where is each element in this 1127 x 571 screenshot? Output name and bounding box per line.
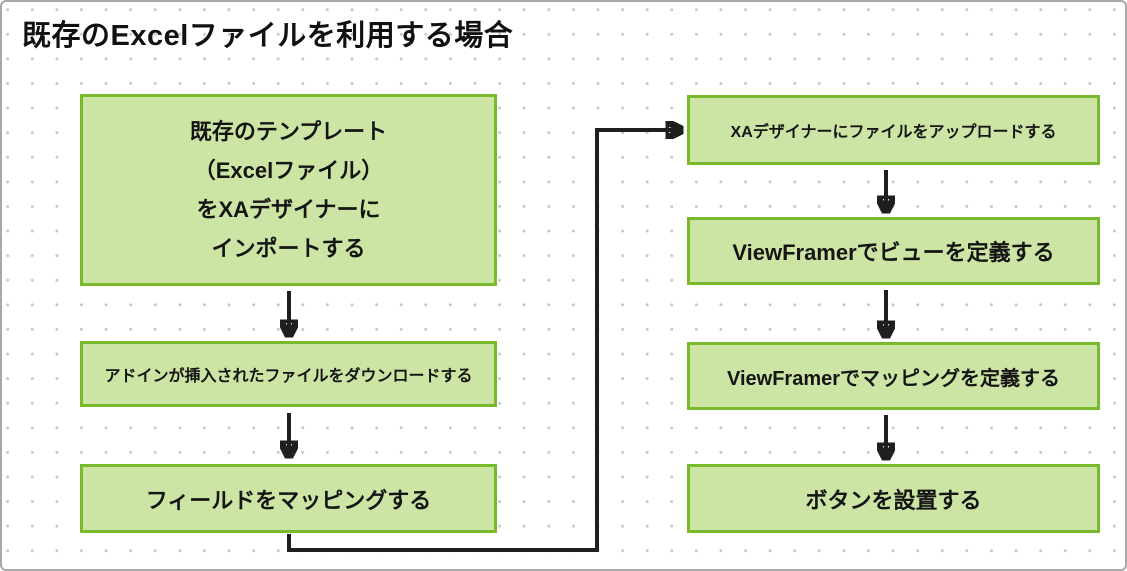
flow-box-map-fields: フィールドをマッピングする [80,464,497,533]
flow-box-line: 既存のテンプレート [189,119,388,144]
flow-box-download-addin-file: アドインが挿入されたファイルをダウンロードする [80,341,497,407]
flow-box-define-mapping-viewframer: ViewFramerでマッピングを定義する [687,342,1100,410]
flow-box-label: フィールドをマッピングする [145,487,432,513]
flow-box-label: ViewFramerでビューを定義する [732,240,1055,265]
flow-box-line: （Excelファイル） [193,158,384,183]
flow-box-define-view-viewframer: ViewFramerでビューを定義する [687,217,1100,285]
flow-box-place-button: ボタンを設置する [687,464,1100,533]
flow-box-label: ViewFramerでマッピングを定義する [726,367,1061,390]
flow-box-label: ボタンを設置する [805,487,982,513]
flow-box-line: をXAデザイナーに [196,197,381,222]
flow-box-upload-to-xa-designer: XAデザイナーにファイルをアップロードする [687,95,1100,165]
flow-box-import-template: 既存のテンプレート （Excelファイル） をXAデザイナーに インポートする [80,94,497,286]
flow-box-label: XAデザイナーにファイルをアップロードする [730,124,1057,141]
flow-box-line: インポートする [211,236,366,261]
flow-box-label: アドインが挿入されたファイルをダウンロードする [104,368,473,385]
page-title: 既存のExcelファイルを利用する場合 [22,20,514,52]
